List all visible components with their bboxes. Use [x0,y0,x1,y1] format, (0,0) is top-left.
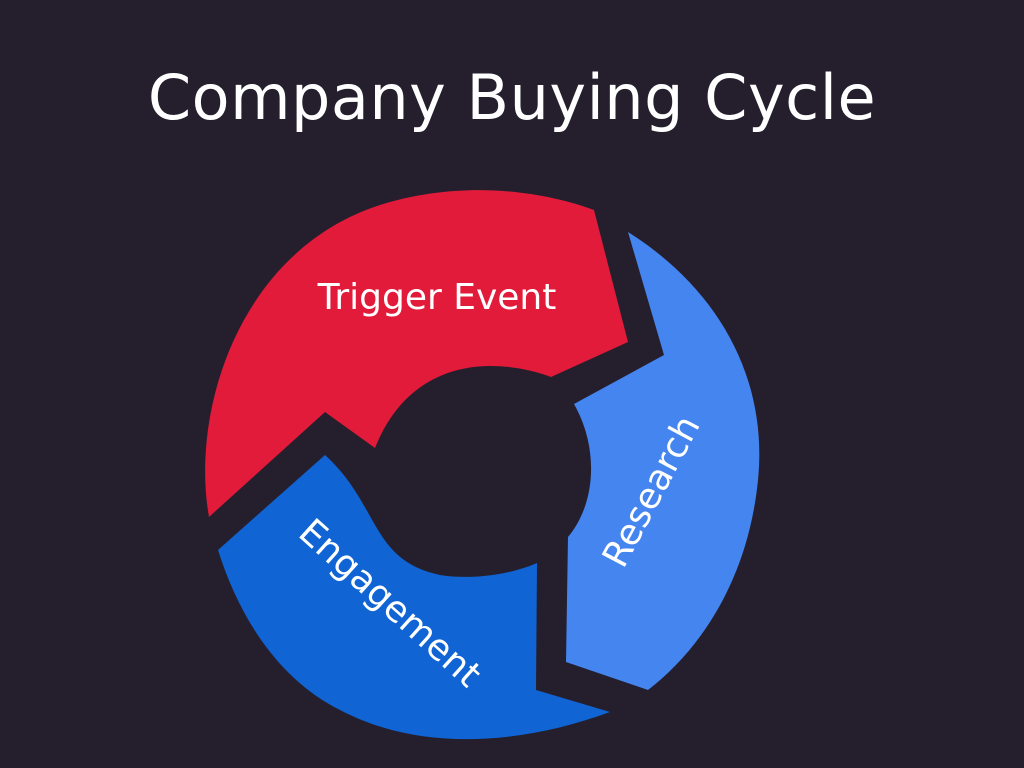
page-title: Company Buying Cycle [147,61,877,134]
segment-research-arrow [566,232,760,690]
segment-label-trigger-event: Trigger Event [317,277,557,318]
segment-engagement-arrow [218,455,610,740]
segment-trigger-event-arrow [205,190,628,517]
